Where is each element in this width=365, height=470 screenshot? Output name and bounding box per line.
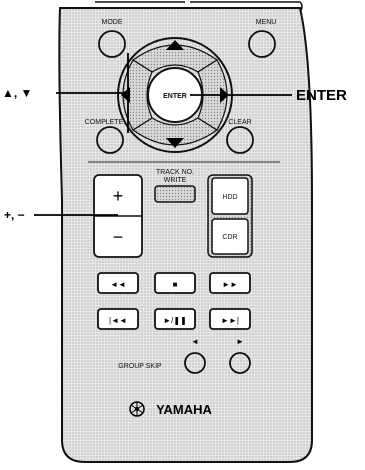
remote-body xyxy=(58,7,313,463)
volume-rocker xyxy=(93,174,143,258)
callout-up-down xyxy=(56,53,129,133)
rewind-icon: ◄◄ xyxy=(110,280,126,289)
play-pause-icon: ►/❚❚ xyxy=(163,316,187,325)
fast-forward-button[interactable] xyxy=(209,272,251,294)
callout-up-down-label: ▲, ▼ xyxy=(2,86,32,100)
source-selector xyxy=(207,174,253,258)
stop-icon: ■ xyxy=(173,280,178,289)
fast-forward-icon: ►► xyxy=(222,280,238,289)
yamaha-logo-icon xyxy=(129,401,145,417)
cdr-label: CDR xyxy=(222,234,237,241)
hdd-button[interactable] xyxy=(211,177,249,215)
brand-name: YAMAHA xyxy=(156,402,212,417)
callout-plus-minus-label: +, − xyxy=(4,208,25,222)
mode-label: MODE xyxy=(102,19,123,26)
track-write-label-1: TRACK NO. xyxy=(156,169,194,176)
group-skip-next-button[interactable] xyxy=(229,352,251,374)
enter-label: ENTER xyxy=(163,93,187,100)
complete-label: COMPLETE xyxy=(85,119,124,126)
transport-row-1 xyxy=(97,272,251,294)
clear-button[interactable] xyxy=(226,126,254,154)
play-pause-button[interactable] xyxy=(154,308,196,330)
group-skip-next-icon: ► xyxy=(236,337,244,346)
up-arrow-icon xyxy=(166,40,184,50)
clear-label: CLEAR xyxy=(228,119,251,126)
menu-button[interactable] xyxy=(248,30,276,58)
callout-enter-label: ENTER xyxy=(296,87,347,104)
dpad-left-button[interactable] xyxy=(122,59,153,131)
transport-row-2 xyxy=(97,308,251,330)
minus-label: − xyxy=(113,227,124,247)
track-write-label-2: WRITE xyxy=(164,177,187,184)
down-arrow-icon xyxy=(166,138,184,148)
group-skip-prev-icon: ◄ xyxy=(191,337,199,346)
skip-forward-button[interactable] xyxy=(209,308,251,330)
rewind-button[interactable] xyxy=(97,272,139,294)
complete-button[interactable] xyxy=(96,126,124,154)
group-skip-label: GROUP SKIP xyxy=(118,363,162,370)
plus-label: + xyxy=(113,186,124,206)
skip-forward-icon: ►►| xyxy=(221,316,239,325)
stop-button[interactable] xyxy=(154,272,196,294)
skip-back-button[interactable] xyxy=(97,308,139,330)
track-write-button[interactable] xyxy=(154,185,196,203)
skip-back-icon: |◄◄ xyxy=(109,316,127,325)
hdd-label: HDD xyxy=(222,194,237,201)
group-skip-prev-button[interactable] xyxy=(184,352,206,374)
cdr-button[interactable] xyxy=(211,218,249,255)
menu-label: MENU xyxy=(256,19,277,26)
mode-button[interactable] xyxy=(98,30,126,58)
